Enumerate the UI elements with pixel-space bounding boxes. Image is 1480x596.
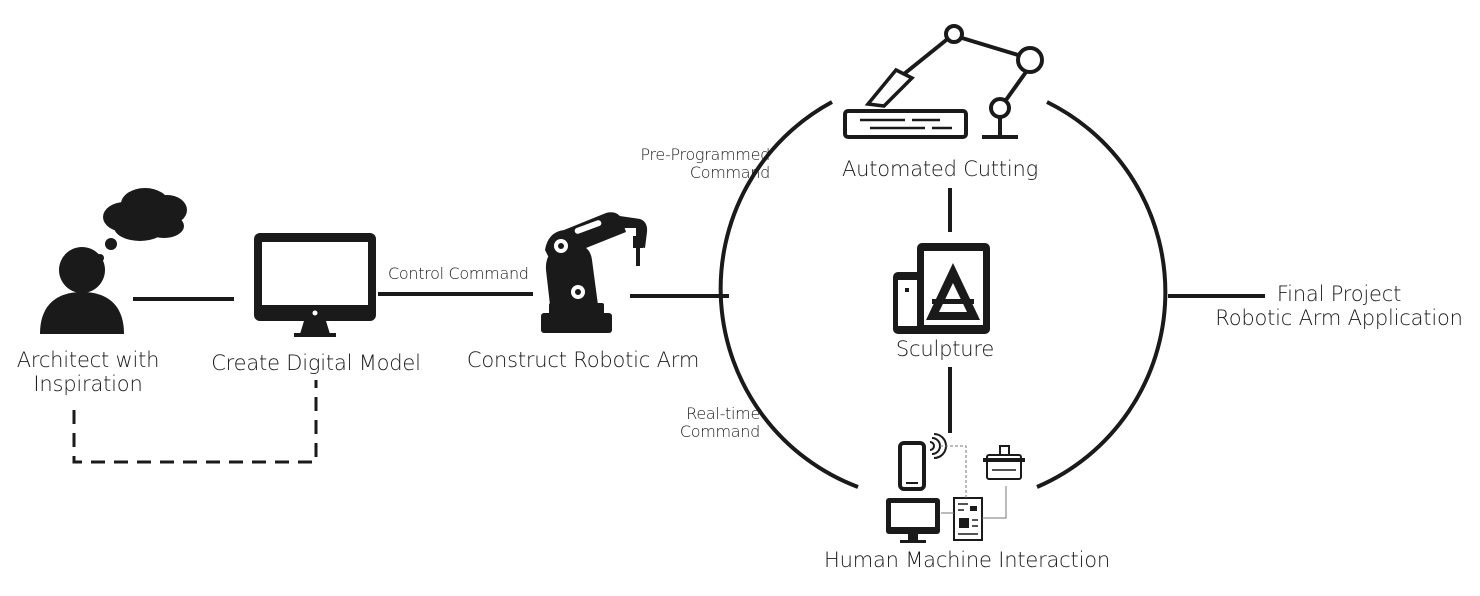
dashed-feedback-loop (72, 380, 318, 464)
realtime-command-label: Real-time Command (640, 404, 760, 442)
hmi-wires (940, 445, 1007, 519)
preprogrammed-line1: Pre-Programmed (640, 145, 770, 164)
architect-label-line2: Inspiration (33, 372, 143, 397)
final-project-line2: Robotic Arm Application (1215, 306, 1463, 331)
wireless-signal-icon (929, 433, 947, 459)
cycle-arc-left (718, 100, 859, 489)
sculpture-devices-icon (893, 243, 990, 334)
cycle-arc-right (1036, 100, 1168, 489)
digital-model-label: Create Digital Model (211, 351, 421, 375)
hmi-label: Human Machine Interaction (824, 548, 1110, 572)
control-command-label: Control Command (388, 264, 529, 283)
desktop-icon (886, 498, 940, 543)
sculpture-label: Sculpture (895, 337, 995, 361)
cnc-cutting-robot-icon (843, 24, 1044, 139)
cycle-arcs (718, 100, 1168, 489)
connectors (72, 188, 1265, 464)
final-project-line1: Final Project (1276, 282, 1402, 306)
realtime-line1: Real-time (686, 404, 760, 423)
final-project-label: Final Project Robotic Arm Application (1208, 282, 1470, 330)
smartphone-icon (898, 441, 926, 491)
computer-monitor-icon (254, 233, 376, 337)
preprogrammed-command-label: Pre-Programmed Command (606, 145, 770, 183)
realtime-line2: Command (679, 422, 760, 442)
architect-label: Architect with Inspiration (2, 348, 174, 396)
architect-label-line1: Architect with (16, 348, 160, 372)
circuit-board-icon (953, 497, 983, 541)
thought-bubble-icon (96, 188, 187, 262)
servo-motor-icon (983, 445, 1025, 480)
robotic-arm-icon (541, 212, 648, 333)
automated-cutting-label: Automated Cutting (841, 157, 1039, 181)
person-icon (40, 247, 124, 334)
preprogrammed-line2: Command (689, 163, 770, 183)
robotic-arm-label: Construct Robotic Arm (466, 348, 700, 372)
